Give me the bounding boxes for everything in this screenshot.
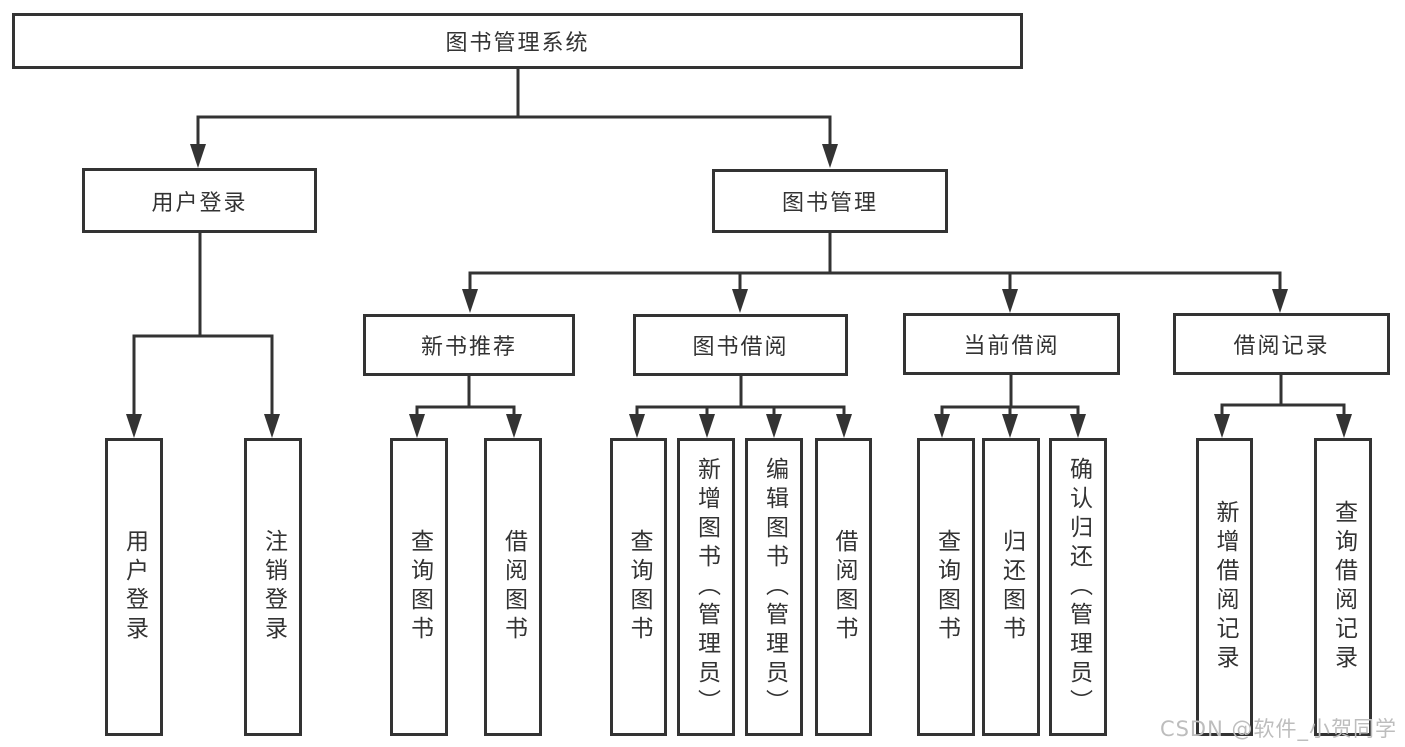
node-label: 用户登录 bbox=[151, 190, 248, 216]
leaf-label: 借阅图书 bbox=[831, 529, 857, 645]
leaf-label: 借阅图书 bbox=[500, 529, 527, 645]
leaf-bor-query-books: 查询图书 bbox=[610, 438, 667, 736]
leaf-label: 用户登录 bbox=[121, 529, 148, 645]
leaf-label: 确认归还（管理员） bbox=[1065, 456, 1092, 718]
leaf-bor-add-books-admin: 新增图书（管理员） bbox=[677, 438, 735, 736]
node-library-management-system: 图书管理系统 bbox=[12, 13, 1023, 69]
leaf-cur-return-books: 归还图书 bbox=[982, 438, 1040, 736]
leaf-label: 新增借阅记录 bbox=[1212, 500, 1238, 674]
root-branch-lines bbox=[196, 69, 832, 146]
leaf-log-query-borrow-record: 查询借阅记录 bbox=[1314, 438, 1372, 736]
book-management-branch-lines bbox=[468, 233, 1282, 290]
node-new-book-recommend: 新书推荐 bbox=[363, 314, 575, 376]
csdn-watermark: CSDN @软件_小贺同学 bbox=[1159, 717, 1397, 741]
node-user-login: 用户登录 bbox=[82, 168, 317, 233]
leaf-label: 新增图书（管理员） bbox=[693, 456, 720, 718]
node-label: 新书推荐 bbox=[420, 335, 517, 360]
node-book-management: 图书管理 bbox=[712, 169, 948, 233]
leaf-rec-borrow-books: 借阅图书 bbox=[484, 438, 542, 736]
leaf-bor-edit-books-admin: 编辑图书（管理员） bbox=[745, 438, 803, 736]
node-label: 借阅记录 bbox=[1233, 334, 1330, 359]
node-label: 图书借阅 bbox=[692, 335, 789, 360]
leaf-log-add-borrow-record: 新增借阅记录 bbox=[1196, 438, 1253, 736]
leaf-label: 注销登录 bbox=[260, 529, 287, 645]
node-current-borrowing: 当前借阅 bbox=[903, 313, 1120, 375]
node-label: 当前借阅 bbox=[963, 334, 1060, 359]
leaf-label: 查询图书 bbox=[933, 529, 960, 645]
leaf-bor-borrow-books: 借阅图书 bbox=[815, 438, 872, 736]
leaf-cur-query-books: 查询图书 bbox=[917, 438, 975, 736]
leaf-rec-query-books: 查询图书 bbox=[390, 438, 448, 736]
leaf-label: 查询图书 bbox=[626, 529, 652, 645]
leaf-label: 查询借阅记录 bbox=[1330, 500, 1357, 674]
node-book-borrowing: 图书借阅 bbox=[633, 314, 848, 376]
node-label: 图书管理 bbox=[781, 191, 878, 216]
leaf-user-login: 用户登录 bbox=[105, 438, 163, 736]
node-label: 图书管理系统 bbox=[445, 31, 590, 56]
leaf-label: 归还图书 bbox=[998, 529, 1025, 645]
leaf-label: 编辑图书（管理员） bbox=[761, 456, 788, 718]
leaf-cur-confirm-return-admin: 确认归还（管理员） bbox=[1049, 438, 1107, 736]
section-branch-lines bbox=[415, 374, 1346, 415]
node-borrow-records: 借阅记录 bbox=[1173, 313, 1390, 375]
user-login-branch-lines bbox=[132, 233, 274, 415]
leaf-logout: 注销登录 bbox=[244, 438, 302, 736]
leaf-label: 查询图书 bbox=[406, 529, 433, 645]
